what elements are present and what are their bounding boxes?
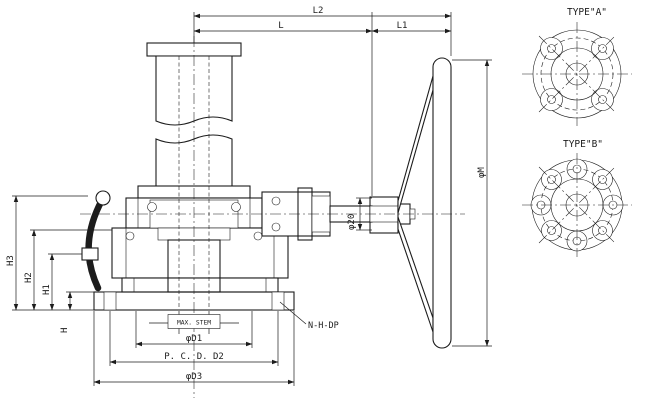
dim-label-h: H xyxy=(60,328,70,333)
nhdp-callout: N-H-DP xyxy=(279,301,339,331)
dim-left-group: H3 H2 H1 H xyxy=(6,195,112,333)
bolt-circle-detail xyxy=(147,202,157,212)
dim-label-phid1: φD1 xyxy=(186,334,202,344)
dim-label-l: L xyxy=(278,21,283,31)
type-a-title: TYPE"A" xyxy=(567,7,607,18)
type-a-view xyxy=(522,22,632,126)
gearbox-body xyxy=(93,185,295,311)
dim-label-h3: H3 xyxy=(6,255,16,266)
dim-label-h1: H1 xyxy=(42,284,52,295)
bearing-ball xyxy=(271,222,281,232)
dim-label-shaft: φ20 xyxy=(347,214,357,230)
dim-label-pcd: P. C. D. D2 xyxy=(164,352,224,362)
base-bolt-hole-left xyxy=(103,291,117,311)
dimension-annotations: L2 L L1 φM φ20 H3 H2 xyxy=(6,6,492,386)
type-b-title: TYPE"B" xyxy=(563,139,603,150)
dim-shaft-group: φ20 xyxy=(347,197,372,231)
bolt-circle-detail xyxy=(253,231,263,241)
dim-label-l2: L2 xyxy=(313,6,324,16)
main-section-view xyxy=(80,36,465,398)
dim-label-phid3: φD3 xyxy=(186,372,202,382)
bolt-circle-detail xyxy=(231,202,241,212)
dim-label-phim: φM xyxy=(477,167,487,178)
lever-pivot xyxy=(81,247,99,261)
dim-top-group: L2 L L1 xyxy=(193,6,452,196)
lower-neck xyxy=(121,277,279,293)
declutch-lever xyxy=(81,190,111,292)
type-b-view xyxy=(522,153,632,257)
handwheel-spoke-upper xyxy=(397,75,434,214)
dim-label-nhdp: N-H-DP xyxy=(308,321,339,331)
bolt-circle-detail xyxy=(125,231,135,241)
bearing-ball xyxy=(271,196,281,206)
handwheel-rim xyxy=(432,57,452,349)
handwheel xyxy=(369,57,452,349)
base-bolt-hole-right xyxy=(271,291,285,311)
max-stem-box xyxy=(167,314,221,329)
dim-label-max-stem: MAX. STEM xyxy=(177,320,211,327)
dim-bottom-group: MAX. STEM φD1 P. C. D. D2 φD3 xyxy=(93,311,295,386)
dim-label-l1: L1 xyxy=(397,21,408,31)
lever-knob xyxy=(95,190,111,206)
dim-label-h2: H2 xyxy=(24,272,34,283)
handwheel-spoke-lower xyxy=(397,216,434,333)
dim-phim-group: φM xyxy=(452,59,492,347)
